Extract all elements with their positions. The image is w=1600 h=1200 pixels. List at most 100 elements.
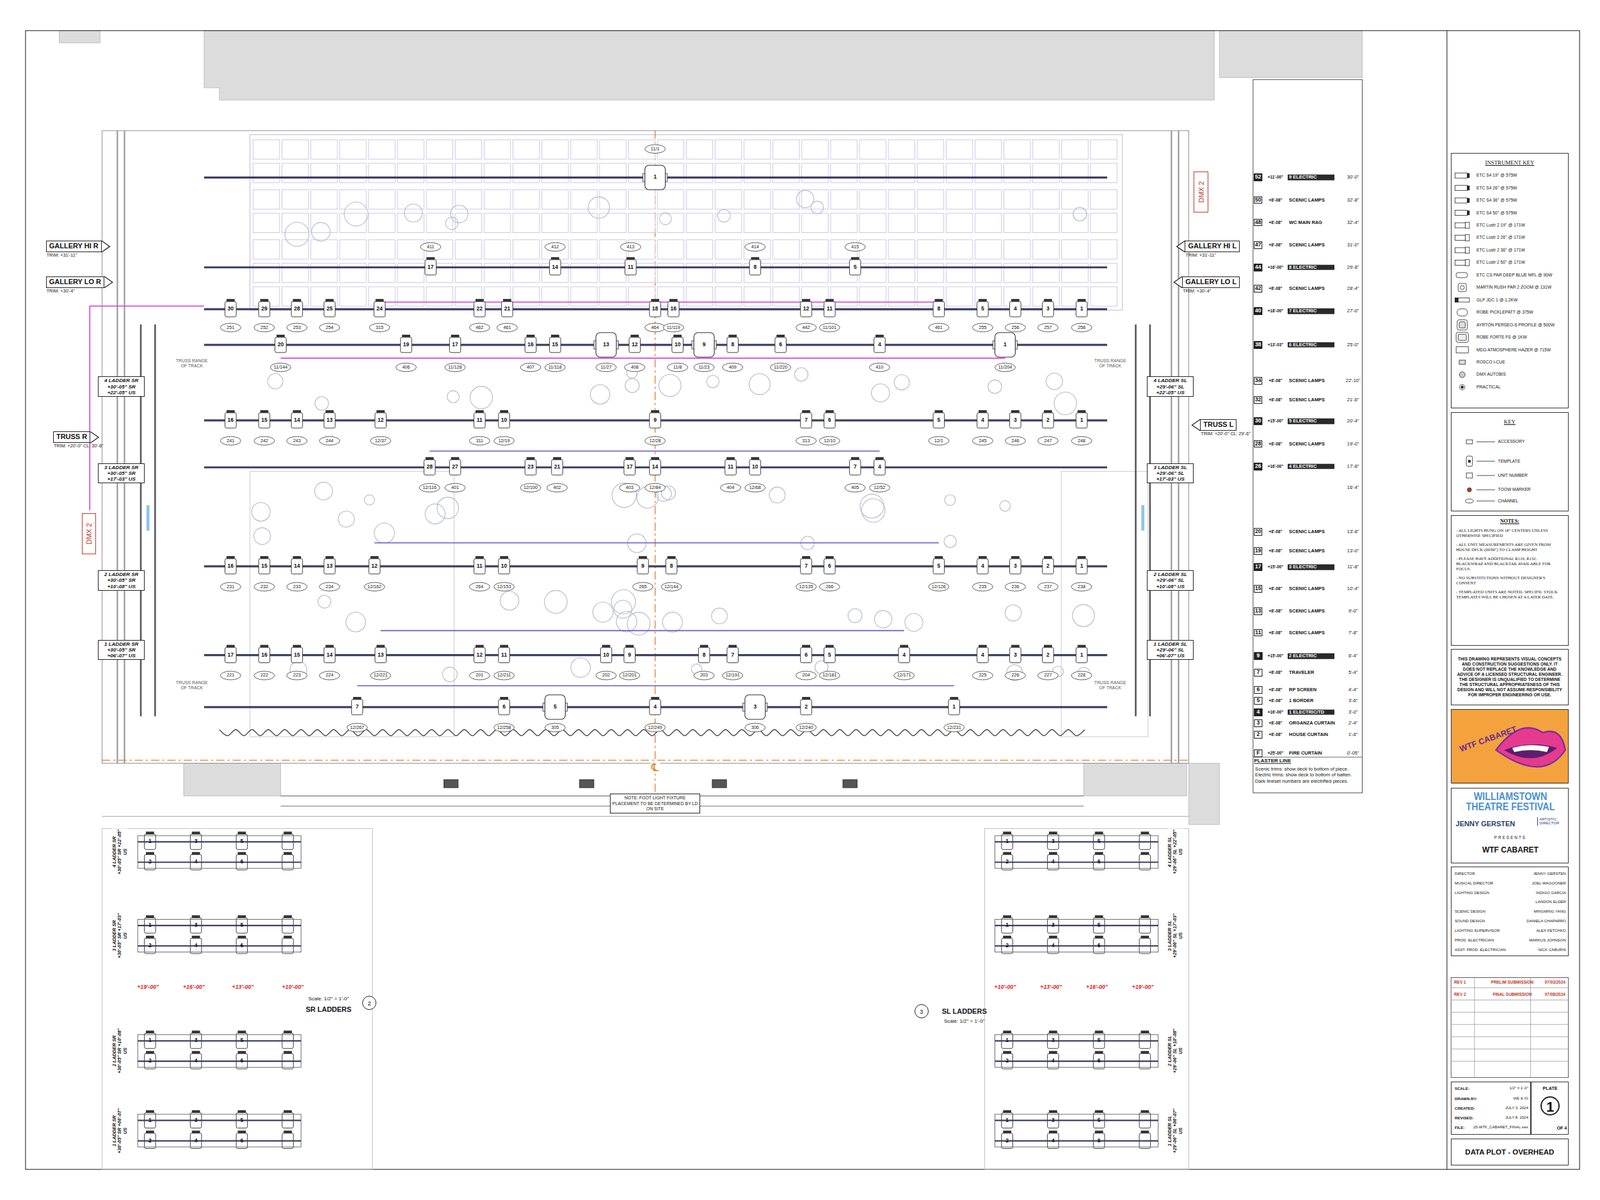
lineset-name: 9 ELECTRIC <box>1287 174 1335 181</box>
ladder-detail <box>995 919 1159 953</box>
channel-number: 12/37 <box>375 438 387 444</box>
legend-symbol <box>1459 371 1465 378</box>
fixture-symbol <box>375 645 387 664</box>
symbol-part <box>1460 285 1465 290</box>
table-circle <box>364 494 375 505</box>
electric-pipes <box>204 177 1108 707</box>
seat-block <box>311 190 338 210</box>
node-text: 2 LADDER SR +30'-05" SR +10'-08" US <box>99 571 143 590</box>
seat-block <box>917 139 944 159</box>
lineset-trim: +13'-03" <box>1267 342 1284 347</box>
legend-text: ETC S4 36° @ 575W <box>1476 197 1517 203</box>
detail-panel <box>984 828 1190 1170</box>
fixture-part <box>749 459 761 475</box>
unit-number: 4 <box>1051 1137 1055 1145</box>
seat-block <box>426 213 453 233</box>
legend-symbol <box>1466 439 1473 444</box>
lineset-trim: +8'-08" <box>1268 721 1282 726</box>
unit-number: 5 <box>853 264 857 271</box>
unit-number: 12 <box>377 417 384 424</box>
fixture-part <box>875 456 884 460</box>
channel-number: 12/10 <box>823 438 836 444</box>
lineset-distance: 25'-0" <box>1347 342 1360 348</box>
channel-oval <box>972 436 993 445</box>
fixture-symbol <box>1047 1130 1060 1149</box>
table-circle <box>860 494 884 518</box>
building-mass <box>183 763 281 797</box>
unit-number: 9 <box>641 563 645 570</box>
channel-oval <box>624 362 646 372</box>
channel-oval <box>619 671 640 680</box>
seat-block <box>252 213 280 233</box>
stage-outline <box>250 471 455 738</box>
fixture-symbol <box>282 851 294 870</box>
seat-block <box>1061 263 1088 283</box>
fixture-part <box>1095 1130 1104 1134</box>
channel-oval <box>1071 671 1092 680</box>
channel-number: 222 <box>260 672 269 678</box>
ladder-pipe <box>137 1139 301 1142</box>
fixture-part <box>552 456 562 460</box>
fixture-part <box>851 257 860 260</box>
seat-block <box>714 263 742 283</box>
channel-number: 12/181 <box>822 672 837 678</box>
channel-oval <box>444 483 466 492</box>
legend-symbol <box>1455 210 1470 216</box>
plate-box: PLATE1OF 4 <box>1530 1081 1569 1135</box>
seat-block <box>397 263 424 283</box>
ladder <box>154 324 157 717</box>
legend-text: ETC Lustr 2 36° @ 171W <box>1476 247 1526 253</box>
channel-number: 264 <box>475 584 484 590</box>
lineset-distance: 21'-6" <box>1347 397 1360 403</box>
fixture-symbol <box>282 1110 294 1129</box>
unit-number: 2 <box>148 942 152 950</box>
unit-number: 4 <box>1051 942 1055 950</box>
table-circle <box>1054 392 1077 415</box>
unit-number: 10 <box>674 341 681 349</box>
fixture-part <box>145 1130 155 1134</box>
fixture-symbol <box>1047 1110 1060 1129</box>
seat-block <box>483 263 511 283</box>
fixture-part <box>649 301 662 317</box>
fixture-symbol <box>282 831 294 850</box>
fixture-symbol <box>1047 935 1060 954</box>
fixture-symbol <box>258 556 271 575</box>
seat-block <box>339 286 367 306</box>
node-text: JENNY GERSTEN <box>1456 819 1516 828</box>
fixture-part <box>353 696 362 700</box>
legend-symbol <box>1466 456 1473 467</box>
ladder-label: 2 LADDER SR +30'-05" SR +10'-08" US <box>112 1027 129 1075</box>
fixture-part <box>667 556 676 559</box>
fixture-part <box>1095 935 1104 939</box>
fixture-symbol <box>665 556 678 575</box>
seat-block <box>686 139 713 159</box>
symbol-part <box>1456 346 1469 354</box>
unit-number: 11 <box>727 464 734 471</box>
lineset-distance: 16'-4" <box>1347 485 1360 491</box>
fixture-symbol <box>1009 645 1022 664</box>
unit-number: 17 <box>626 464 633 471</box>
lineset-trim: +8'-08" <box>1268 630 1282 635</box>
fixture-part <box>1009 412 1022 429</box>
lineset-distance: 27'-0" <box>1347 308 1360 314</box>
channel-number: 12/116 <box>423 485 437 491</box>
unit-number: 20 <box>277 341 285 349</box>
ladder-detail <box>137 919 301 953</box>
revision-grid <box>1450 987 1568 989</box>
seat-block <box>888 286 915 306</box>
revision-box: REV 1PRELIM SUBMISSION07/03/2024REV 2FIN… <box>1450 977 1568 1004</box>
seat-block <box>1090 190 1117 210</box>
seat-block <box>339 263 367 283</box>
unit-number: 6 <box>1097 1057 1101 1065</box>
channel-oval <box>722 671 744 680</box>
node-text: REVISED: <box>1454 1115 1474 1120</box>
lineset-trim: +11'-00" <box>1267 175 1284 180</box>
fixture-part <box>145 1110 155 1113</box>
fixture-part <box>325 298 335 302</box>
symbol-part <box>1457 283 1467 292</box>
ladder-tag: 3 LADDER SR +30'-05" SR +17'-03" US <box>97 463 145 484</box>
unit-number: 6 <box>778 341 783 349</box>
unit-number: 21 <box>554 464 561 471</box>
unit-number: 9 <box>627 652 632 659</box>
seat-block <box>1032 163 1060 183</box>
